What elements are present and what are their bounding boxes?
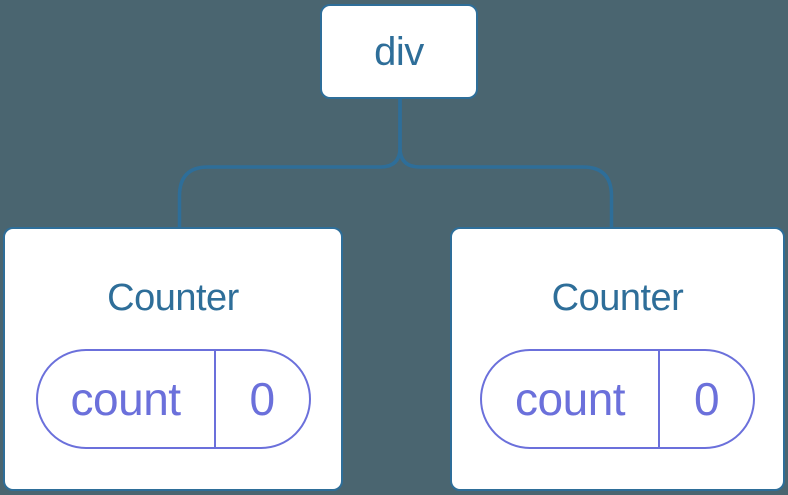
state-value-label: 0 <box>249 373 276 425</box>
div-node-label: div <box>374 29 424 74</box>
connector-right-branch <box>398 98 614 228</box>
state-key-cell: count <box>38 351 216 447</box>
tree-node-div: div <box>320 4 478 99</box>
state-key-cell: count <box>482 351 661 447</box>
counter-node-left: Counter count 0 <box>3 227 343 491</box>
counter-title: Counter <box>107 277 239 319</box>
connector-left-branch <box>177 98 402 228</box>
state-pill: count 0 <box>480 349 755 449</box>
state-key-label: count <box>515 373 626 425</box>
state-value-cell: 0 <box>660 351 753 447</box>
state-value-label: 0 <box>694 373 720 425</box>
counter-node-right: Counter count 0 <box>450 227 785 491</box>
state-pill: count 0 <box>35 349 311 449</box>
state-value-cell: 0 <box>216 351 309 447</box>
counter-title: Counter <box>551 277 684 319</box>
state-key-label: count <box>70 373 182 425</box>
